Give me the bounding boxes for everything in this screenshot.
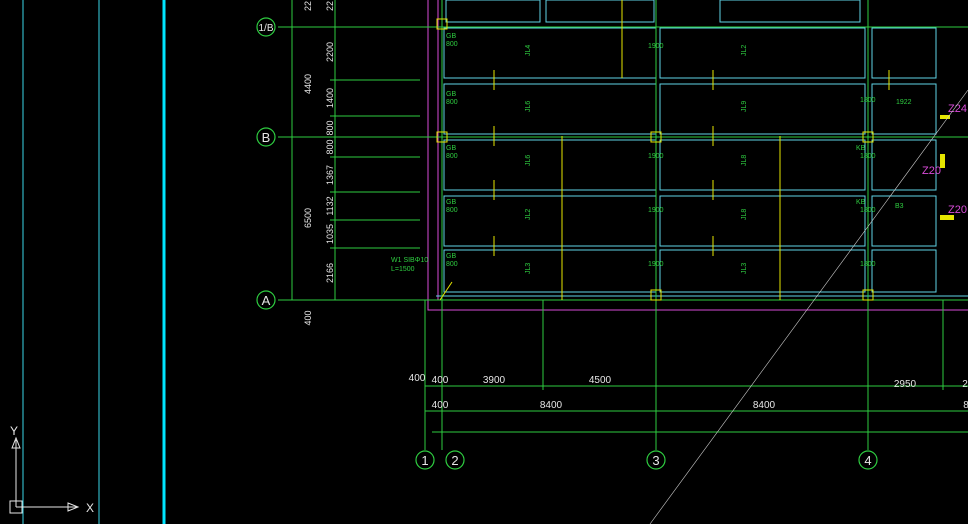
beam-tag: 1900 [648, 261, 664, 268]
col-axis-bubble-3[interactable]: 3 [646, 450, 666, 470]
dim-text: 400 [303, 310, 313, 325]
dim-text: 400 [409, 373, 426, 384]
col-axis-label: 1 [421, 453, 428, 468]
b-label: KB [856, 145, 866, 152]
beam-tag: JL3 [741, 263, 748, 274]
ucs-x-label: X [86, 501, 94, 515]
beam-tag: GB [446, 91, 456, 98]
col-axis-label: 3 [652, 453, 659, 468]
beam-tag-texts: GB 800 GB 800 GB 800 GB 800 GB 800 1900 … [446, 33, 876, 274]
dim-text: 400 [432, 375, 449, 386]
dim-text: 1035 [325, 224, 335, 244]
dim-text: 1400 [325, 88, 335, 108]
ucs-y-label: Y [10, 424, 18, 438]
ucs-icon [9, 436, 80, 514]
beam-tag: 1900 [648, 207, 664, 214]
beam-tag: JL6 [525, 101, 532, 112]
z-label: Z20 [922, 165, 941, 177]
row-axis-label: B [262, 130, 271, 145]
b-labels: KB B3 KB 1922 [856, 99, 912, 210]
z-labels: Z24 Z20 Z20 [922, 103, 967, 216]
beam-tag: 800 [446, 153, 458, 160]
row-axis-lines [278, 26, 968, 301]
beam-tag-lines [493, 0, 890, 300]
b-label: 1922 [896, 99, 912, 106]
dim-text: 8 [963, 400, 968, 411]
beam-tag: GB [446, 253, 456, 260]
b-label: KB [856, 199, 866, 206]
beam-tag: 1800 [860, 207, 876, 214]
beam-tag: GB [446, 199, 456, 206]
column-markers [436, 18, 874, 301]
col-axis-bubble-1[interactable]: 1 [415, 450, 435, 470]
reinforcement-note: W1 SIBΦ10 L=1500 [391, 257, 428, 273]
col-axis-label: 4 [864, 453, 871, 468]
beam-tag: GB [446, 145, 456, 152]
z-label: Z24 [948, 103, 967, 115]
dim-text: 1132 [325, 196, 335, 215]
diagonal-construction-line [649, 89, 968, 524]
beam-tag: 800 [446, 207, 458, 214]
dim-text: 8400 [753, 400, 776, 411]
beam-tag: GB [446, 33, 456, 40]
beam-tag: JL8 [741, 155, 748, 166]
dim-text: 8400 [540, 400, 563, 411]
beam-tag: 800 [446, 41, 458, 48]
beam-tag: JL3 [525, 263, 532, 274]
z-markers [940, 115, 954, 220]
note-line-1: W1 SIBΦ10 [391, 257, 428, 264]
beam-tag: 1800 [860, 261, 876, 268]
dim-text: 4400 [303, 74, 313, 94]
col-axis-bubble-2[interactable]: 2 [445, 450, 465, 470]
col-axis-bubble-4[interactable]: 4 [858, 450, 878, 470]
dim-text: 2950 [894, 379, 917, 390]
dim-text: 2166 [325, 263, 335, 283]
beam-tag: JL4 [525, 45, 532, 56]
beam-grid [436, 0, 968, 301]
z-label: Z20 [948, 204, 967, 216]
foundation-boundary [427, 0, 968, 311]
dim-text: 800 [325, 139, 335, 154]
dim-text: 22 [325, 1, 335, 11]
col-axis-lines [424, 0, 944, 450]
beam-tag: JL6 [525, 155, 532, 166]
dim-text: 2200 [325, 42, 335, 62]
leader-line [439, 281, 453, 301]
dim-text: 6500 [303, 208, 313, 228]
left-dim-texts: 4400 6500 22 400 22 2200 1400 800 800 13… [303, 1, 335, 326]
dim-text: 4500 [589, 375, 612, 386]
beam-tag: JL9 [741, 101, 748, 112]
beam-tag: 1800 [860, 97, 876, 104]
beam-tag: JL8 [741, 209, 748, 220]
beam-tag: 1800 [860, 153, 876, 160]
dim-text: 400 [432, 400, 449, 411]
bottom-dim-texts: 400 400 3900 4500 2950 2 400 8400 8400 8 [409, 373, 968, 411]
beam-tag: 1900 [648, 43, 664, 50]
row-axis-bubble-A[interactable]: A [256, 290, 276, 310]
beam-tag: 800 [446, 99, 458, 106]
dim-text: 3900 [483, 375, 506, 386]
dim-text: 1367 [325, 165, 335, 185]
row-axis-bubble-1/B[interactable]: 1/B [256, 17, 276, 37]
dim-text: 800 [325, 120, 335, 135]
beam-tag: JL2 [525, 209, 532, 220]
dim-text: 22 [303, 1, 313, 11]
bottom-dim-lines [425, 385, 968, 433]
beam-tag: JL2 [741, 45, 748, 56]
note-line-2: L=1500 [391, 266, 415, 273]
beam-tag: 1900 [648, 153, 664, 160]
row-axis-label: 1/B [258, 23, 273, 34]
row-axis-label: A [262, 293, 271, 308]
col-axis-label: 2 [451, 453, 458, 468]
b-label: B3 [895, 203, 904, 210]
row-axis-bubble-B[interactable]: B [256, 127, 276, 147]
dim-text: 2 [962, 379, 968, 390]
beam-tag: 800 [446, 261, 458, 268]
left-dim-lines [287, 0, 336, 301]
